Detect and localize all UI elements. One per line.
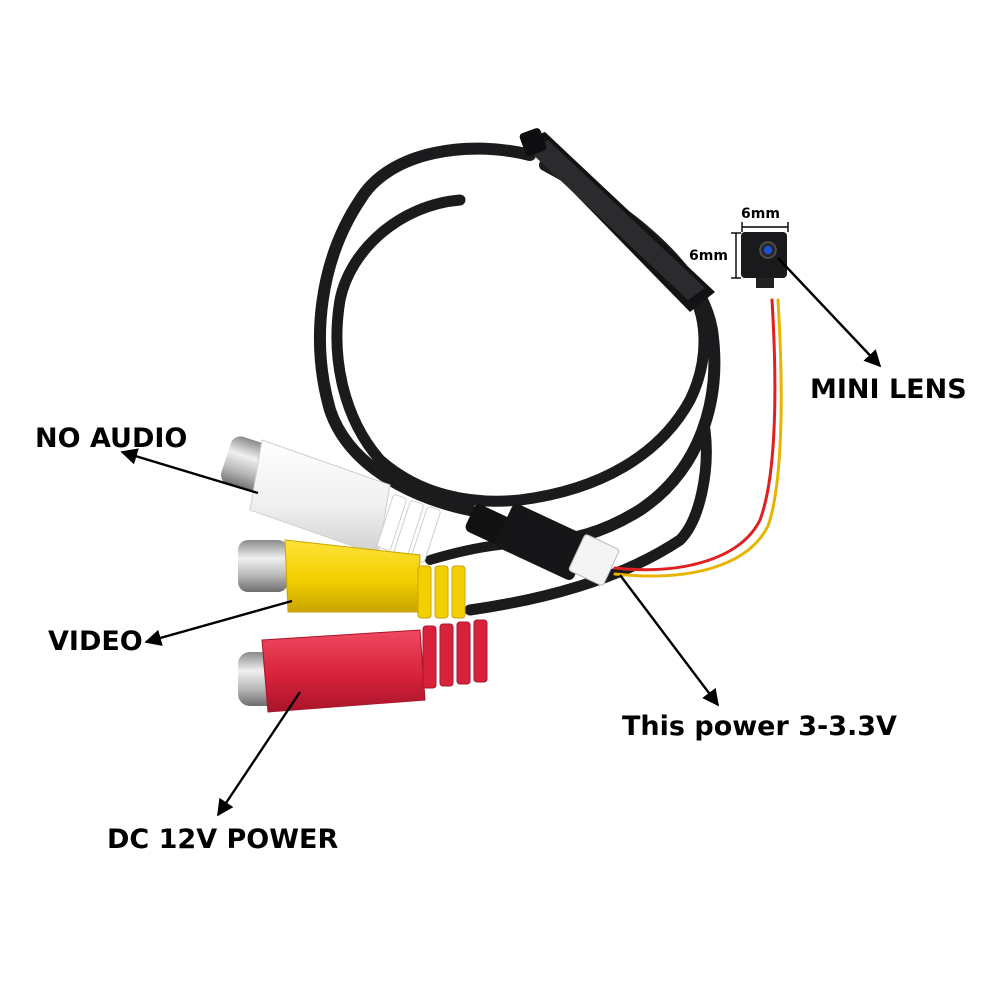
lens-icon xyxy=(764,246,772,254)
red-rca-connector xyxy=(238,619,488,713)
yellow-rca-connector xyxy=(238,539,466,619)
jst-plug xyxy=(465,504,620,586)
dimension-width-label: 6mm xyxy=(741,206,780,222)
dimension-height-label: 6mm xyxy=(689,248,728,264)
inline-module xyxy=(519,128,715,312)
dimension-marks xyxy=(731,222,789,279)
cable-loop-outer xyxy=(314,142,536,516)
label-mini-lens: MINI LENS xyxy=(810,374,967,405)
cable-to-red xyxy=(464,424,712,616)
mini-camera xyxy=(741,232,787,288)
cable-loop-second xyxy=(331,194,710,507)
label-power-3v3: This power 3-3.3V xyxy=(622,711,897,742)
arrow-power-33 xyxy=(619,574,720,707)
arrow-video xyxy=(144,599,293,646)
label-no-audio: NO AUDIO xyxy=(35,423,188,454)
arrows xyxy=(120,257,882,817)
signal-wires xyxy=(613,298,783,578)
arrow-mini-lens xyxy=(777,257,882,368)
label-dc-power: DC 12V POWER xyxy=(107,824,339,855)
arrow-no-audio xyxy=(120,448,259,495)
arrow-dc-power xyxy=(217,691,301,817)
white-rca-connector xyxy=(221,436,441,563)
label-video: VIDEO xyxy=(48,626,143,657)
